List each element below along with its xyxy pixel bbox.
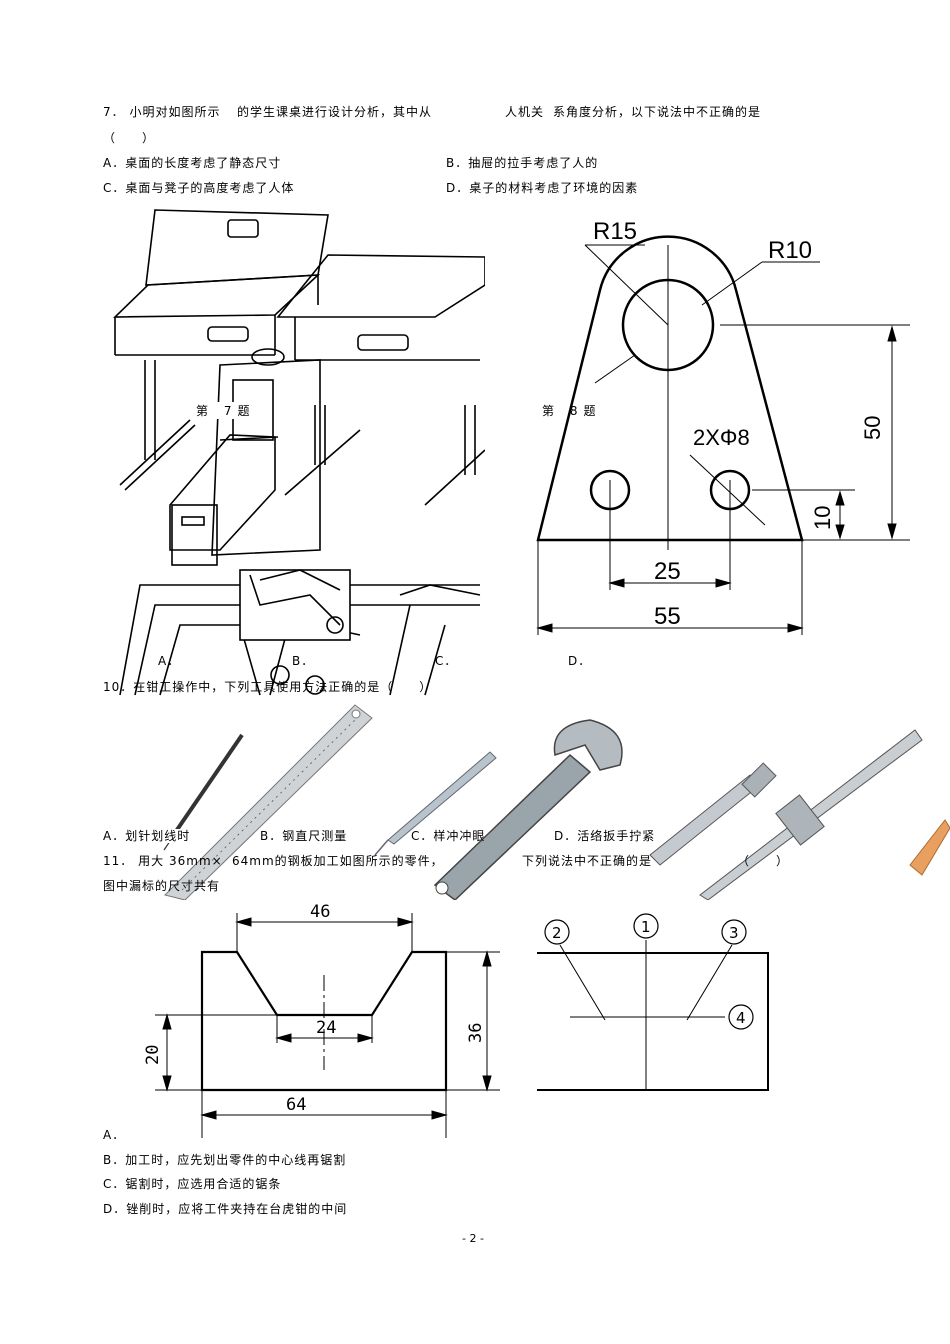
q11-option-b: B．加工时，应先划出零件的中心线再锯割 — [103, 1153, 347, 1167]
q7-stem-part1: 7． 小明对如图所示 — [103, 105, 221, 119]
h20-label: 20 — [143, 1045, 163, 1065]
center-punch-icon — [374, 751, 497, 856]
tools-figure — [163, 704, 950, 900]
tap-set-icon — [649, 729, 923, 900]
q11-stem-part1: 11． 用大 — [103, 854, 165, 868]
q9-option-b: B． — [292, 654, 315, 668]
q7-stem-part3: 人机关 — [505, 105, 545, 119]
w46-label: 46 — [310, 902, 330, 922]
callout-1: 1 — [641, 918, 651, 936]
h50-label: 50 — [860, 416, 885, 440]
w24-label: 24 — [316, 1018, 336, 1038]
q8-figure-label: 第 8题 — [542, 404, 602, 418]
v-block-drawing: 46 24 64 20 36 — [143, 902, 500, 1138]
h10-label: 10 — [810, 506, 835, 530]
h36-label: 36 — [466, 1023, 486, 1043]
r15-label: R15 — [593, 218, 637, 245]
q10-option-b: B．钢直尺测量 — [260, 829, 348, 843]
holes-label: 2XΦ8 — [693, 425, 750, 450]
q7-option-d: D．桌子的材料考虑了环境的因素 — [446, 181, 639, 195]
side-view-drawing: 1 2 3 4 — [537, 913, 769, 1091]
bracket-drawing: R15 R10 2XΦ8 50 10 25 55 — [536, 218, 910, 635]
q11-stem-part2: 36mm× — [169, 854, 223, 868]
q7-stem-part4: 系角度分析，以下说法中不正确的是 — [553, 105, 762, 119]
q11-option-a: A． — [103, 1128, 126, 1142]
q11-option-c: C．锯割时，应选用合适的锯条 — [103, 1177, 282, 1191]
q9-option-a: A． — [158, 654, 181, 668]
q10-option-c: C．样冲冲眼 — [411, 829, 486, 843]
r10-label: R10 — [768, 237, 812, 264]
page-number: - 2 - — [462, 1232, 484, 1245]
q7-figure-label: 第 7题 — [196, 402, 256, 419]
q7-stem-line2: （ ） — [103, 131, 566, 145]
steel-ruler-icon — [164, 704, 373, 900]
adjustable-wrench-icon — [433, 719, 623, 900]
q9-option-c: C． — [435, 654, 458, 668]
q10-option-d: D．活络扳手拧紧 — [554, 829, 656, 843]
q11-stem-part3: 64mm的钢板加工如图所示的零件， — [232, 854, 444, 868]
w55-label: 55 — [654, 603, 681, 630]
q11-option-d: D．锉削时，应将工件夹持在台虎钳的中间 — [103, 1202, 348, 1216]
q7-option-a: A．桌面的长度考虑了静态尺寸 — [103, 156, 282, 170]
q11-stem-part4: 下列说法中不正确的是 — [522, 854, 653, 868]
callout-3: 3 — [729, 924, 739, 942]
q11-stem-line2: 图中漏标的尺寸共有 — [103, 879, 221, 893]
callout-2: 2 — [552, 924, 562, 942]
wooden-handle-icon — [909, 819, 950, 876]
q10-stem: 10．在钳工操作中，下列工具使用方法正确的是（ ） — [103, 680, 433, 694]
q7-option-b: B．抽屉的拉手考虑了人的 — [446, 156, 599, 170]
desk-figure — [112, 209, 485, 696]
q7-option-c: C．桌面与凳子的高度考虑了人体 — [103, 181, 295, 195]
q9-option-d: D． — [568, 654, 592, 668]
w64-label: 64 — [286, 1095, 306, 1115]
q11-stem-part5: （ ） — [737, 854, 790, 868]
callout-4: 4 — [736, 1009, 746, 1027]
w25-label: 25 — [654, 558, 681, 585]
q7-stem-part2: 的学生课桌进行设计分析，其中从 — [237, 105, 433, 119]
q10-option-a: A．划针划线时 — [103, 829, 191, 843]
